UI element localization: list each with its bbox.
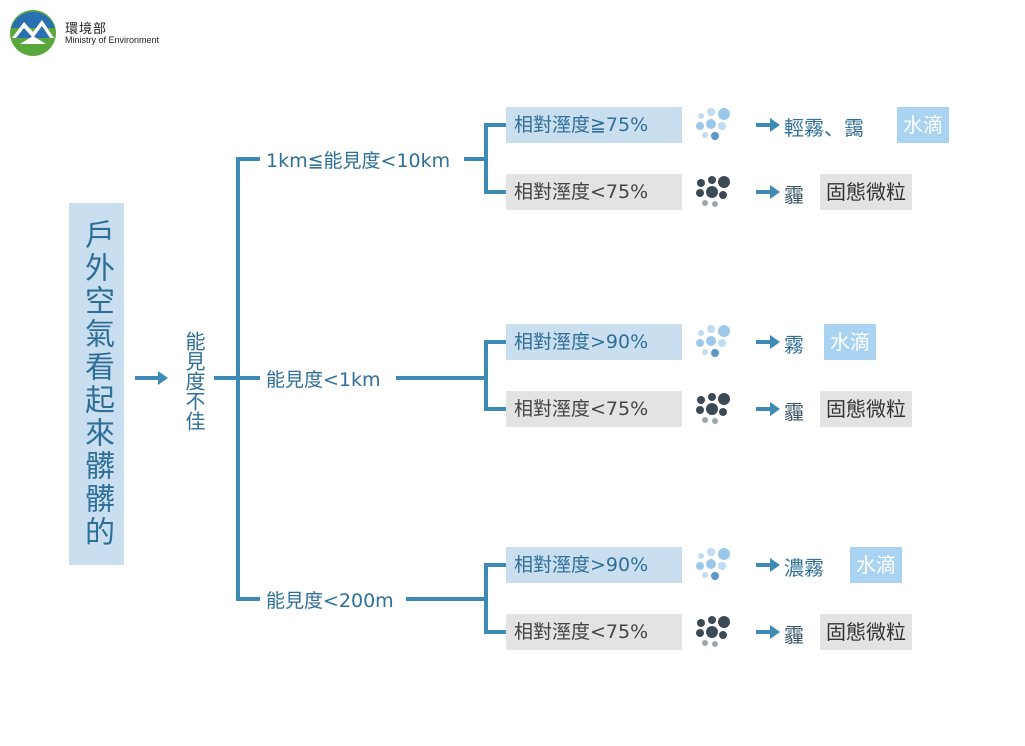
water-droplets-icon — [696, 548, 730, 580]
branch-label: 1km≦能見度<10km — [260, 146, 457, 173]
solid-particles-icon — [696, 393, 730, 424]
sub-node-label: 能見度不佳 — [182, 331, 206, 431]
branch-label: 能見度<1km — [260, 365, 387, 392]
water-droplets-icon — [696, 325, 730, 357]
result-label: 霾 — [784, 623, 804, 647]
solid-particles-icon — [696, 176, 730, 207]
solid-particles-icon — [696, 616, 730, 647]
condition-box: 相對溼度≧75% — [506, 107, 682, 143]
composition-tag: 固態微粒 — [820, 614, 912, 650]
ministry-logo-icon — [10, 10, 56, 56]
root-node: 戶外空氣看起來髒髒的 — [69, 203, 124, 565]
result-label: 輕霧、靄 — [784, 116, 864, 140]
branch-label: 能見度<200m — [260, 586, 400, 613]
result-label: 霾 — [784, 400, 804, 424]
composition-tag: 固態微粒 — [820, 174, 912, 210]
root-label: 戶外空氣看起來髒髒的 — [79, 219, 114, 549]
condition-box: 相對溼度<75% — [506, 174, 682, 210]
result-label: 濃霧 — [784, 556, 824, 580]
condition-box: 相對溼度<75% — [506, 391, 682, 427]
composition-tag: 水滴 — [897, 107, 949, 143]
condition-box: 相對溼度<75% — [506, 614, 682, 650]
condition-box: 相對溼度>90% — [506, 324, 682, 360]
composition-tag: 水滴 — [850, 547, 902, 583]
composition-tag: 水滴 — [824, 324, 876, 360]
result-label: 霾 — [784, 183, 804, 207]
result-label: 霧 — [784, 333, 804, 357]
composition-tag: 固態微粒 — [820, 391, 912, 427]
org-name-zh: 環境部 — [65, 22, 108, 37]
water-droplets-icon — [696, 108, 730, 140]
org-name-en: Ministry of Environment — [65, 35, 160, 45]
condition-box: 相對溼度>90% — [506, 547, 682, 583]
